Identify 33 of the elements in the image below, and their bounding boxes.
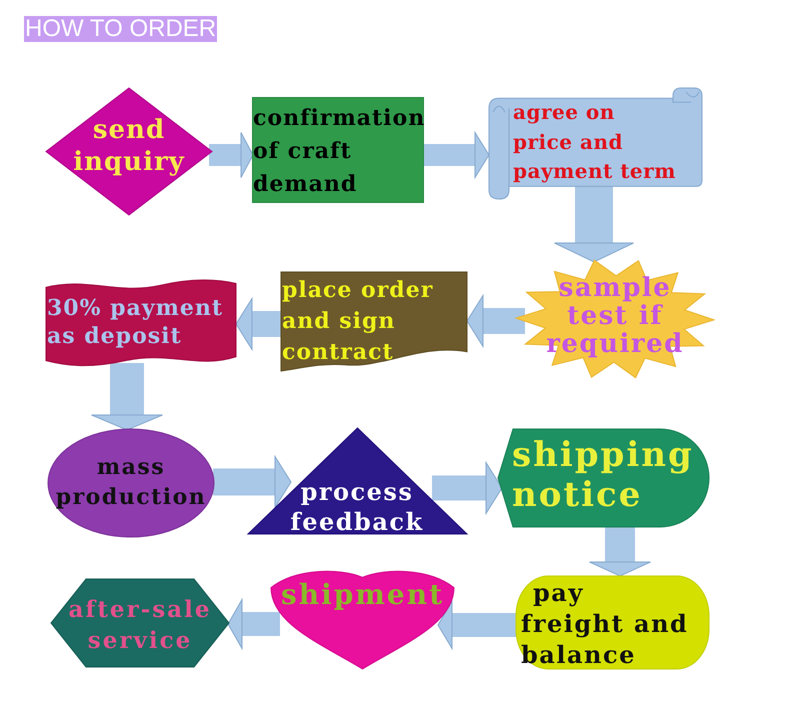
step-label: process feedback [290, 477, 424, 536]
step-label: place order and sign contract [282, 277, 434, 365]
step-label: send inquiry [73, 115, 185, 177]
rounded-panel [515, 575, 710, 670]
step-label: agree on price and payment term [513, 100, 676, 183]
block-arrow [228, 599, 280, 649]
block-arrow [91, 363, 163, 430]
block-arrow [423, 132, 490, 178]
block-arrow [213, 456, 292, 508]
starburst [515, 258, 715, 380]
step-label: confirmation of craft demand [253, 105, 426, 197]
step-label: 30% payment as deposit [47, 295, 224, 349]
block-arrow [236, 298, 281, 350]
block-arrow [589, 527, 651, 576]
scroll-banner [488, 87, 703, 200]
block-arrow [438, 601, 516, 649]
page-title: HOW TO ORDER [24, 16, 218, 42]
hexagon-shape [50, 578, 230, 668]
block-arrow [554, 186, 634, 262]
step-label: sample test if required [546, 273, 684, 359]
block-arrow [209, 132, 254, 178]
step-label: after-sale service [68, 596, 212, 654]
step-label: shipment [280, 578, 444, 611]
block-arrow [466, 295, 525, 347]
tag-shape [497, 428, 710, 528]
wavy-banner [280, 271, 468, 372]
step-label: mass production [56, 454, 206, 510]
triangle-shape [247, 427, 468, 535]
ellipse-shape [47, 428, 215, 538]
block-arrow [432, 462, 502, 514]
diamond-shape [45, 87, 213, 216]
step-label: shipping notice [512, 435, 694, 515]
step-label: pay freight and balance [521, 578, 688, 669]
